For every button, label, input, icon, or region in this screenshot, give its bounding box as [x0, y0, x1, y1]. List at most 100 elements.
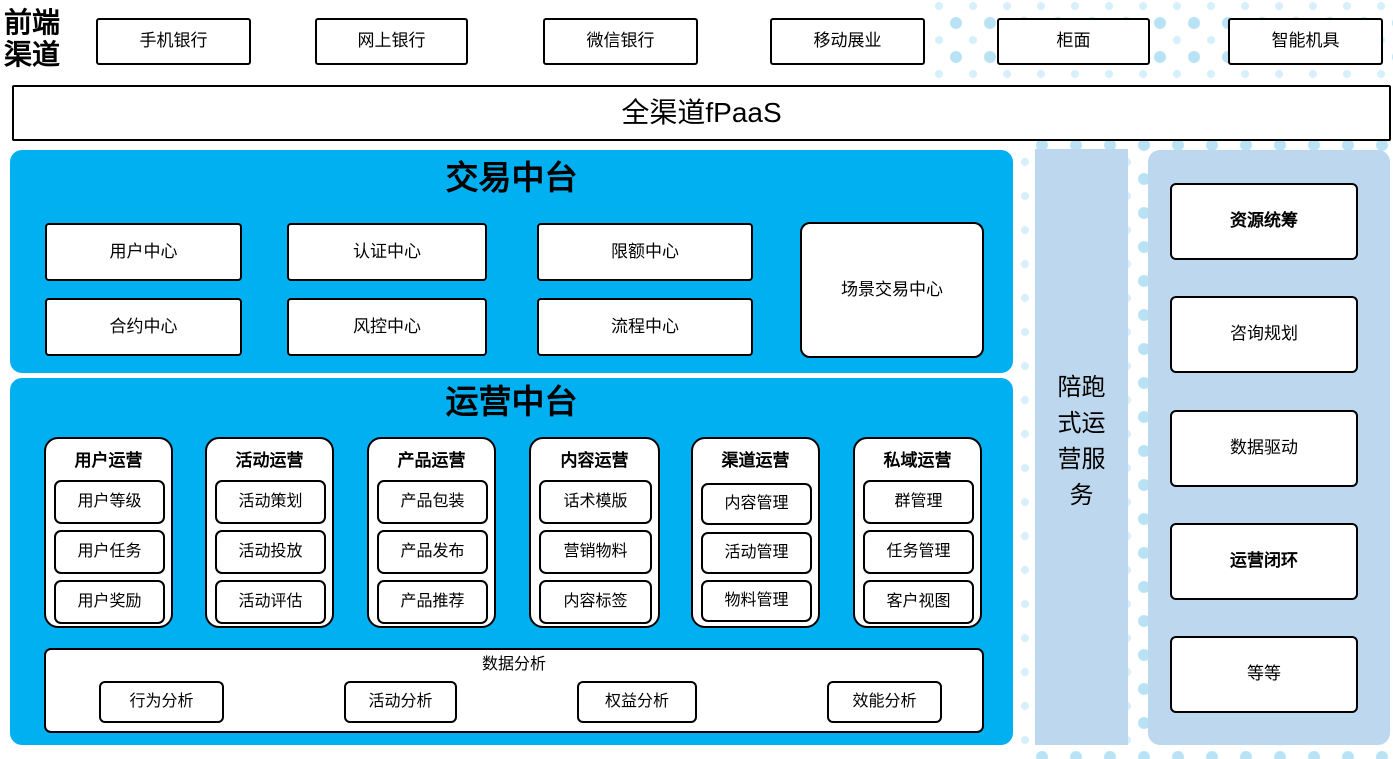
op-item-label: 产品包装	[400, 493, 465, 511]
transaction-platform-panel: 交易中台 用户中心 认证中心 限额中心 合约中心 风控中心 流程中心 场景交易中…	[10, 150, 1013, 373]
op-item-label: 营销物料	[563, 543, 628, 561]
op-item: 物料管理	[701, 580, 812, 622]
companion-service-label: 陪跑式运营服务	[1057, 374, 1106, 509]
op-item-label: 用户奖励	[77, 593, 142, 611]
service-box-consulting: 咨询规划	[1170, 296, 1358, 373]
channel-box-mobile-banking: 手机银行	[96, 18, 251, 65]
op-item-label: 活动管理	[724, 544, 789, 562]
op-item: 用户任务	[54, 530, 165, 574]
center-label: 场景交易中心	[841, 279, 943, 299]
op-item-label: 活动策划	[238, 493, 303, 511]
op-item: 产品包装	[377, 480, 488, 524]
data-analysis-title: 数据分析	[481, 656, 546, 673]
analysis-box: 活动分析	[344, 681, 457, 723]
op-item: 用户等级	[54, 480, 165, 524]
op-item: 客户视图	[863, 580, 974, 624]
service-label: 等等	[1247, 664, 1281, 684]
op-item-label: 客户视图	[886, 593, 951, 611]
op-item: 活动投放	[215, 530, 326, 574]
service-box-etc: 等等	[1170, 636, 1358, 713]
op-column-title: 用户运营	[74, 451, 143, 470]
center-box-auth: 认证中心	[287, 223, 487, 281]
center-label: 限额中心	[611, 241, 679, 261]
center-label: 合约中心	[109, 316, 178, 336]
op-item-label: 用户等级	[77, 493, 142, 511]
op-item: 活动策划	[215, 480, 326, 524]
op-item-label: 活动评估	[238, 593, 303, 611]
analysis-label: 行为分析	[129, 693, 194, 711]
channel-box-smart-devices: 智能机具	[1228, 18, 1383, 65]
op-column-product: 产品运营 产品包装 产品发布 产品推荐	[367, 437, 496, 628]
analysis-label: 效能分析	[852, 693, 917, 711]
op-item-label: 物料管理	[724, 592, 789, 610]
center-box-scene-transaction: 场景交易中心	[800, 222, 984, 358]
op-column-user: 用户运营 用户等级 用户任务 用户奖励	[44, 437, 173, 628]
service-box-data-driven: 数据驱动	[1170, 410, 1358, 487]
op-item-label: 内容标签	[563, 593, 628, 611]
op-column-title: 产品运营	[397, 451, 466, 470]
op-item-label: 任务管理	[886, 543, 951, 561]
front-channels-label: 前端渠道	[4, 8, 61, 71]
op-item-label: 群管理	[894, 493, 943, 511]
op-column-content: 内容运营 话术模版 营销物料 内容标签	[529, 437, 660, 628]
op-column-title: 渠道运营	[721, 451, 790, 470]
service-label: 运营闭环	[1230, 551, 1298, 571]
service-label: 资源统筹	[1230, 211, 1298, 231]
analysis-box: 行为分析	[99, 681, 224, 723]
center-label: 用户中心	[109, 241, 178, 261]
service-box-resource-planning: 资源统筹	[1170, 183, 1358, 260]
op-item: 用户奖励	[54, 580, 165, 624]
channel-label: 柜面	[1056, 31, 1091, 51]
transaction-platform-title: 交易中台	[445, 161, 578, 197]
op-item-label: 内容管理	[724, 495, 789, 513]
op-column-title: 私域运营	[883, 451, 952, 470]
channel-box-counter: 柜面	[997, 18, 1150, 65]
op-item: 内容管理	[701, 483, 812, 525]
companion-service-bar: 陪跑式运营服务	[1035, 149, 1128, 745]
center-label: 风控中心	[353, 316, 421, 336]
channel-label: 智能机具	[1271, 31, 1340, 51]
op-item: 群管理	[863, 480, 974, 524]
center-label: 认证中心	[353, 241, 421, 261]
channel-label: 移动展业	[813, 31, 882, 51]
op-item: 活动评估	[215, 580, 326, 624]
op-item: 产品发布	[377, 530, 488, 574]
op-item-label: 话术模版	[563, 493, 628, 511]
center-box-risk: 风控中心	[287, 298, 487, 356]
center-label: 流程中心	[611, 316, 679, 336]
center-box-contract: 合约中心	[45, 298, 242, 356]
data-analysis-panel: 数据分析 行为分析 活动分析 权益分析 效能分析	[44, 648, 984, 733]
op-column-activity: 活动运营 活动策划 活动投放 活动评估	[205, 437, 334, 628]
op-item: 话术模版	[539, 480, 652, 524]
operation-platform-title: 运营中台	[445, 385, 578, 421]
service-panel: 资源统筹 咨询规划 数据驱动 运营闭环 等等	[1148, 150, 1390, 745]
analysis-label: 权益分析	[604, 693, 669, 711]
op-column-title: 活动运营	[235, 451, 304, 470]
channel-label: 手机银行	[139, 31, 208, 51]
op-item: 产品推荐	[377, 580, 488, 624]
fpaas-label: 全渠道fPaaS	[621, 97, 782, 129]
op-item: 营销物料	[539, 530, 652, 574]
analysis-label: 活动分析	[368, 693, 433, 711]
center-box-user: 用户中心	[45, 223, 242, 281]
service-label: 数据驱动	[1230, 438, 1298, 458]
op-column-title: 内容运营	[560, 451, 629, 470]
channel-label: 微信银行	[586, 31, 655, 51]
analysis-box: 权益分析	[577, 681, 697, 723]
analysis-box: 效能分析	[827, 681, 942, 723]
op-item: 任务管理	[863, 530, 974, 574]
op-item-label: 产品推荐	[400, 593, 465, 611]
channel-box-mobile-sales: 移动展业	[770, 18, 925, 65]
service-label: 咨询规划	[1230, 324, 1298, 344]
channel-box-wechat-banking: 微信银行	[543, 18, 698, 65]
op-column-channel: 渠道运营 内容管理 活动管理 物料管理	[691, 437, 820, 628]
channel-box-online-banking: 网上银行	[315, 18, 468, 65]
operation-platform-panel: 运营中台 用户运营 用户等级 用户任务 用户奖励 活动运营 活动策划 活动投放 …	[10, 378, 1013, 745]
op-column-private-domain: 私域运营 群管理 任务管理 客户视图	[853, 437, 982, 628]
service-box-operation-loop: 运营闭环	[1170, 523, 1358, 600]
op-item-label: 产品发布	[400, 543, 465, 561]
op-item: 内容标签	[539, 580, 652, 624]
center-box-process: 流程中心	[537, 298, 753, 356]
channel-label: 网上银行	[357, 31, 426, 51]
